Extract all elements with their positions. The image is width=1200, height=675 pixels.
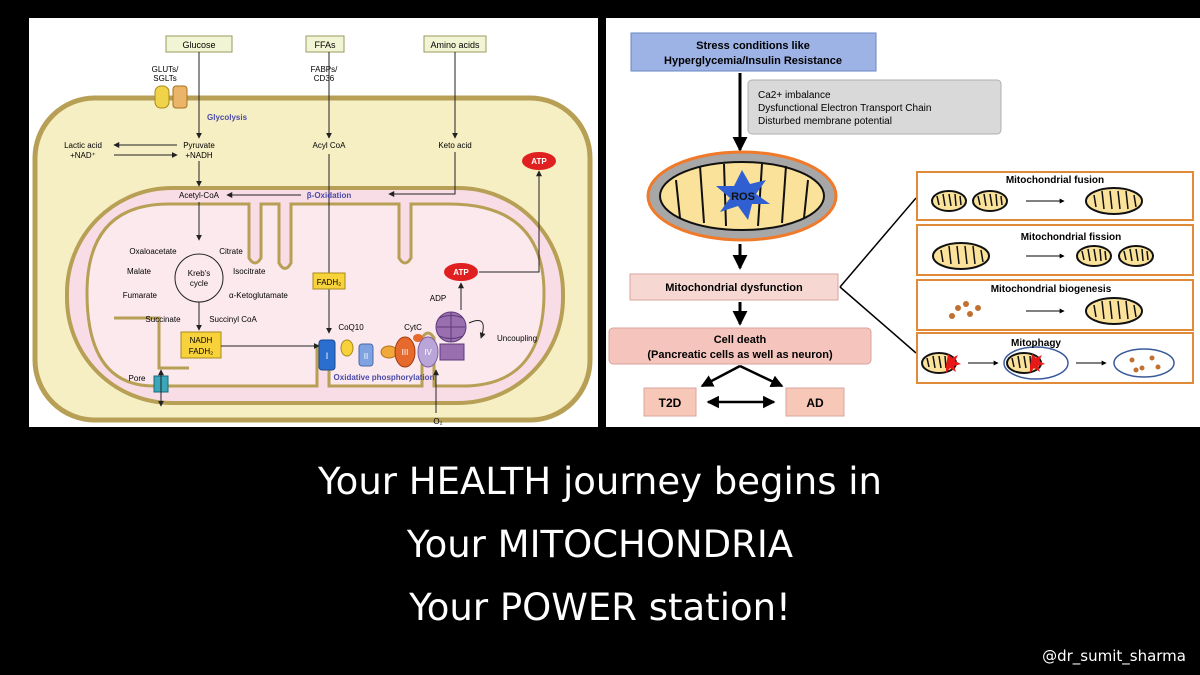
mitophagy-panel bbox=[916, 332, 1194, 384]
ca-imbalance: Ca2+ imbalance bbox=[758, 90, 831, 101]
atp-exported-icon bbox=[522, 152, 556, 170]
complex-ii-icon bbox=[358, 343, 374, 367]
ad-label: AD bbox=[806, 396, 824, 410]
fabps-label: FABPs/ bbox=[311, 65, 338, 74]
stress-line1: Stress conditions like bbox=[696, 40, 810, 52]
caption-line-3: Your POWER station! bbox=[409, 586, 791, 629]
ros-label: ROS bbox=[731, 191, 755, 203]
death-to-t2d-arrow bbox=[700, 364, 741, 388]
lactic-acid-label: Lactic acid bbox=[64, 141, 102, 150]
isocitrate-label: Isocitrate bbox=[233, 267, 266, 276]
succinate-label: Succinate bbox=[145, 315, 181, 324]
complex-iv-icon bbox=[417, 336, 439, 368]
stress-box bbox=[630, 32, 877, 72]
cytc-label: CytC bbox=[404, 323, 422, 332]
t2d-label: T2D bbox=[659, 396, 682, 410]
coq10-label: CoQ10 bbox=[338, 323, 364, 332]
ad-box bbox=[785, 387, 845, 417]
dysfunction-box bbox=[629, 273, 839, 301]
cell-death-line2: (Pancreatic cells as well as neuron) bbox=[647, 349, 833, 361]
author-handle: @dr_sumit_sharma bbox=[1042, 647, 1186, 665]
death-to-ad-arrow bbox=[739, 364, 784, 388]
fadh2-low-label: FADH₂ bbox=[189, 347, 213, 356]
sglts-label: SGLTs bbox=[153, 74, 176, 83]
complex-iii-label: III bbox=[402, 348, 409, 357]
etc-dysfunction: Dysfunctional Electron Transport Chain bbox=[758, 103, 931, 114]
stress-line2: Hyperglycemia/Insulin Resistance bbox=[664, 55, 842, 67]
fadh2-mid-label: FADH₂ bbox=[317, 278, 341, 287]
coq10-icon bbox=[340, 339, 354, 357]
amino-acids-label: Amino acids bbox=[430, 40, 480, 50]
atp-synthase-base-icon bbox=[439, 343, 465, 361]
stress-factors-box bbox=[747, 79, 1002, 135]
acyl-coa-label: Acyl CoA bbox=[313, 141, 347, 150]
nadh-fadh2-box bbox=[180, 331, 222, 359]
complex-iii-icon bbox=[394, 336, 416, 368]
succinyl-coa-label: Succinyl CoA bbox=[209, 315, 257, 324]
atp-export-arrow bbox=[479, 170, 542, 273]
gluts-label: GLUTs/ bbox=[152, 65, 179, 74]
ffas-box bbox=[305, 35, 345, 53]
dysfunction-diagram: Stress conditions like Hyperglycemia/Ins… bbox=[608, 32, 1194, 417]
keto-acid-label: Keto acid bbox=[438, 141, 471, 150]
cell-death-line1: Cell death bbox=[714, 334, 767, 346]
atp-exported-label: ATP bbox=[531, 157, 547, 166]
caption-line-2: Your MITOCHONDRIA bbox=[406, 523, 794, 566]
biogenesis-label: Mitochondrial biogenesis bbox=[991, 284, 1112, 295]
ketoglutamate-label: α-Ketoglutamate bbox=[229, 291, 288, 300]
fanout-line-top bbox=[839, 197, 917, 288]
glucose-label: Glucose bbox=[182, 40, 215, 50]
biogenesis-panel bbox=[916, 279, 1194, 331]
mitophagy-label: Mitophagy bbox=[1011, 338, 1061, 349]
dysfunction-label: Mitochondrial dysfunction bbox=[665, 282, 803, 294]
dysfunction-diagram-panel: Stress conditions like Hyperglycemia/Ins… bbox=[606, 18, 1200, 427]
atp-matrix-icon bbox=[444, 263, 478, 281]
citrate-label: Citrate bbox=[219, 247, 243, 256]
uncoupling-label: Uncoupling bbox=[497, 334, 537, 343]
nadh-pyruvate-label: +NADH bbox=[185, 151, 213, 160]
cd36-label: CD36 bbox=[314, 74, 335, 83]
caption-line-1: Your HEALTH journey begins in bbox=[318, 460, 882, 503]
crista bbox=[114, 316, 189, 370]
complex-i-label: I bbox=[326, 351, 329, 361]
membrane-potential: Disturbed membrane potential bbox=[758, 116, 892, 127]
beta-oxidation-label: β-Oxidation bbox=[307, 191, 352, 200]
fanout-line-bottom bbox=[839, 286, 917, 354]
glycolysis-label: Glycolysis bbox=[207, 113, 248, 122]
glut-transporter-icon bbox=[154, 85, 170, 109]
ffas-label: FFAs bbox=[314, 40, 336, 50]
pore-label: Pore bbox=[129, 374, 146, 383]
krebs-label: Kreb's bbox=[188, 269, 210, 278]
complex-i-icon bbox=[318, 339, 336, 371]
cell-death-box bbox=[608, 327, 872, 365]
sglt-transporter-icon bbox=[172, 85, 188, 109]
malate-label: Malate bbox=[127, 267, 152, 276]
atp-matrix-label: ATP bbox=[453, 268, 469, 277]
nad-label: +NAD⁺ bbox=[70, 151, 96, 160]
mitochondrion-ros-icon bbox=[646, 150, 838, 242]
fission-panel bbox=[916, 224, 1194, 276]
metabolism-diagram-panel: Glucose FFAs Amino acids GLUTs/ SGLTs FA… bbox=[29, 18, 598, 427]
fusion-panel bbox=[916, 171, 1194, 221]
cytc-icon bbox=[413, 334, 423, 342]
t2d-box bbox=[643, 387, 697, 417]
fumarate-label: Fumarate bbox=[123, 291, 158, 300]
oxaloacetate-label: Oxaloacetate bbox=[129, 247, 177, 256]
complex-iv-label: IV bbox=[424, 348, 432, 357]
oxphos-label: Oxidative phosphorylation bbox=[334, 373, 435, 382]
fusion-label: Mitochondrial fusion bbox=[1006, 175, 1104, 186]
keto-to-beta-arrow bbox=[388, 152, 456, 197]
complex-ii-label: II bbox=[364, 352, 368, 361]
fission-label: Mitochondrial fission bbox=[1021, 232, 1122, 243]
acetyl-coa-label: Acetyl-CoA bbox=[179, 191, 220, 200]
fadh2-box bbox=[312, 272, 346, 290]
uncoupling-arrow bbox=[468, 320, 486, 339]
metabolism-diagram: Glucose FFAs Amino acids GLUTs/ SGLTs FA… bbox=[32, 35, 593, 426]
adp-label: ADP bbox=[430, 294, 446, 303]
atp-synthase-stripes bbox=[437, 312, 465, 342]
nadh-label: NADH bbox=[190, 336, 213, 345]
o2-label: O₂ bbox=[433, 417, 442, 426]
cycle-label: cycle bbox=[190, 279, 209, 288]
pyruvate-label: Pyruvate bbox=[183, 141, 215, 150]
